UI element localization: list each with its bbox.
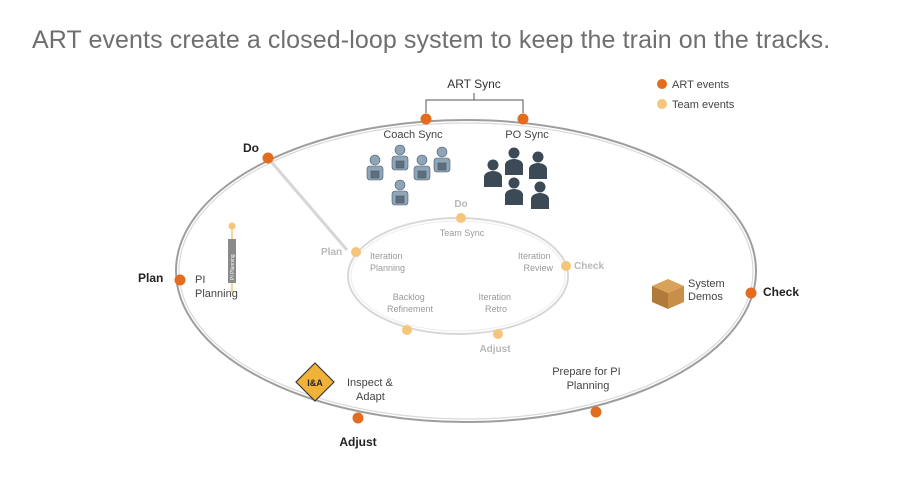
pi-planning-line-2: Planning [195,288,238,300]
slide-title: ART events create a closed-loop system t… [32,26,831,54]
backlog-refinement-line-2: Refinement [387,304,434,314]
coach-sync-people-icon [366,144,451,206]
art-event-dot-po-sync [517,113,529,125]
ia-badge-text: I&A [307,378,323,388]
iteration-planning-line-1: Iteration [370,251,403,261]
art-event-dot-plan [174,274,186,286]
legend-team-events-dot [657,99,667,109]
inspect-adapt-line-2: Adapt [356,391,385,403]
inner-do-label: Do [454,199,467,210]
system-demos-label: System Demos [688,278,728,303]
system-demos-line-1: System [688,278,725,290]
art-event-dot-do [262,152,274,164]
backlog-refinement-line-1: Backlog [393,292,425,302]
outer-check-label: Check [763,285,799,299]
inspect-adapt-label: Inspect & Adapt [347,377,396,403]
art-event-dots [174,113,757,424]
po-sync-people-icon [484,147,549,209]
iteration-review-line-1: Iteration [518,251,551,261]
box-icon [652,279,684,309]
art-event-dot-coach-sync [420,113,432,125]
outer-do-label: Do [243,141,259,155]
iteration-retro-line-1: Iteration [478,292,511,302]
inner-adjust-label: Adjust [479,344,511,355]
inner-plan-label: Plan [321,247,342,258]
outer-loop-ring-inner-line [178,122,754,420]
legend-team-events-label: Team events [672,99,735,111]
iteration-planning-label: Iteration Planning [370,251,405,273]
system-demos-line-2: Demos [688,291,723,303]
iteration-retro-label: Iteration Retro [478,292,513,314]
art-event-dot-adjust [352,412,364,424]
inspect-adapt-line-1: Inspect & [347,377,394,389]
backlog-refinement-label: Backlog Refinement [387,292,434,314]
outer-plan-label: Plan [138,271,163,285]
team-sync-label: Team Sync [440,228,485,238]
art-sync-label: ART Sync [447,77,501,91]
iteration-review-line-2: Review [523,263,553,273]
legend-art-events-dot [657,79,667,89]
outer-adjust-label: Adjust [339,435,376,449]
prepare-pi-line-1: Prepare for PI [552,366,620,378]
inspect-adapt-sign-icon: I&A [295,362,335,402]
coach-sync-label: Coach Sync [383,129,443,141]
team-event-dot-backlog [402,325,412,335]
legend-art-events-label: ART events [672,79,730,91]
prepare-pi-label: Prepare for PI Planning [552,366,624,392]
do-to-plan-connector [266,157,349,251]
team-event-dot-plan [351,247,361,257]
pi-planning-bar-label: PI Planning [230,254,236,280]
outer-loop-ring [175,119,757,423]
team-event-dot-do [456,213,466,223]
team-event-dot-check [561,261,571,271]
iteration-review-label: Iteration Review [518,251,554,273]
pi-planning-bar-dot [228,222,236,230]
art-sync-bracket [425,93,524,113]
art-event-dot-prepare-pi [590,406,602,418]
art-event-dot-check [745,287,757,299]
pi-planning-bar [228,239,236,283]
prepare-pi-line-2: Planning [567,380,610,392]
inner-check-label: Check [574,261,604,272]
team-event-dots [351,213,571,339]
po-sync-label: PO Sync [505,129,549,141]
iteration-planning-line-2: Planning [370,263,405,273]
team-event-dot-adjust [493,329,503,339]
pi-planning-line-1: PI [195,274,205,286]
iteration-retro-line-2: Retro [485,304,507,314]
pi-planning-label: PI Planning [195,274,238,300]
